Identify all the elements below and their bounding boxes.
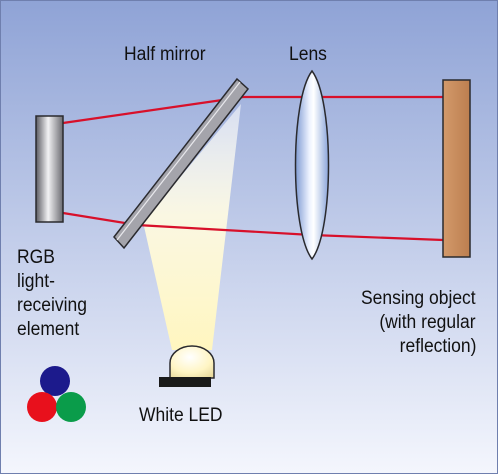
- sensing-object-label-line1: Sensing object: [361, 288, 476, 309]
- beam-upper: [62, 95, 443, 125]
- light-cone: [143, 104, 241, 350]
- blue-dot: [40, 366, 70, 396]
- rgb-element-label-line3: receiving: [17, 295, 87, 316]
- rgb-sensor-icon: [35, 115, 64, 223]
- half-mirror-highlight: [116, 81, 241, 241]
- half-mirror-icon: [113, 77, 250, 250]
- rgb-element-label-line1: RGB: [17, 247, 55, 268]
- lens-icon: [294, 69, 330, 261]
- green-dot: [56, 392, 86, 422]
- sensing-object-label-line3: reflection): [399, 336, 476, 357]
- rgb-element-label-line2: light-: [17, 271, 55, 292]
- rgb-dots-icon: [27, 366, 86, 422]
- beam-lower: [62, 211, 444, 242]
- half-mirror-label: Half mirror: [124, 44, 206, 65]
- rgb-element-label-line4: element: [17, 319, 80, 340]
- white-led-label: White LED: [139, 405, 223, 426]
- white-led-icon: [159, 345, 215, 387]
- sensing-object-label-line2: (with regular: [379, 312, 476, 333]
- lens-label: Lens: [289, 44, 327, 65]
- sensing-object: [442, 79, 471, 258]
- red-dot: [27, 392, 57, 422]
